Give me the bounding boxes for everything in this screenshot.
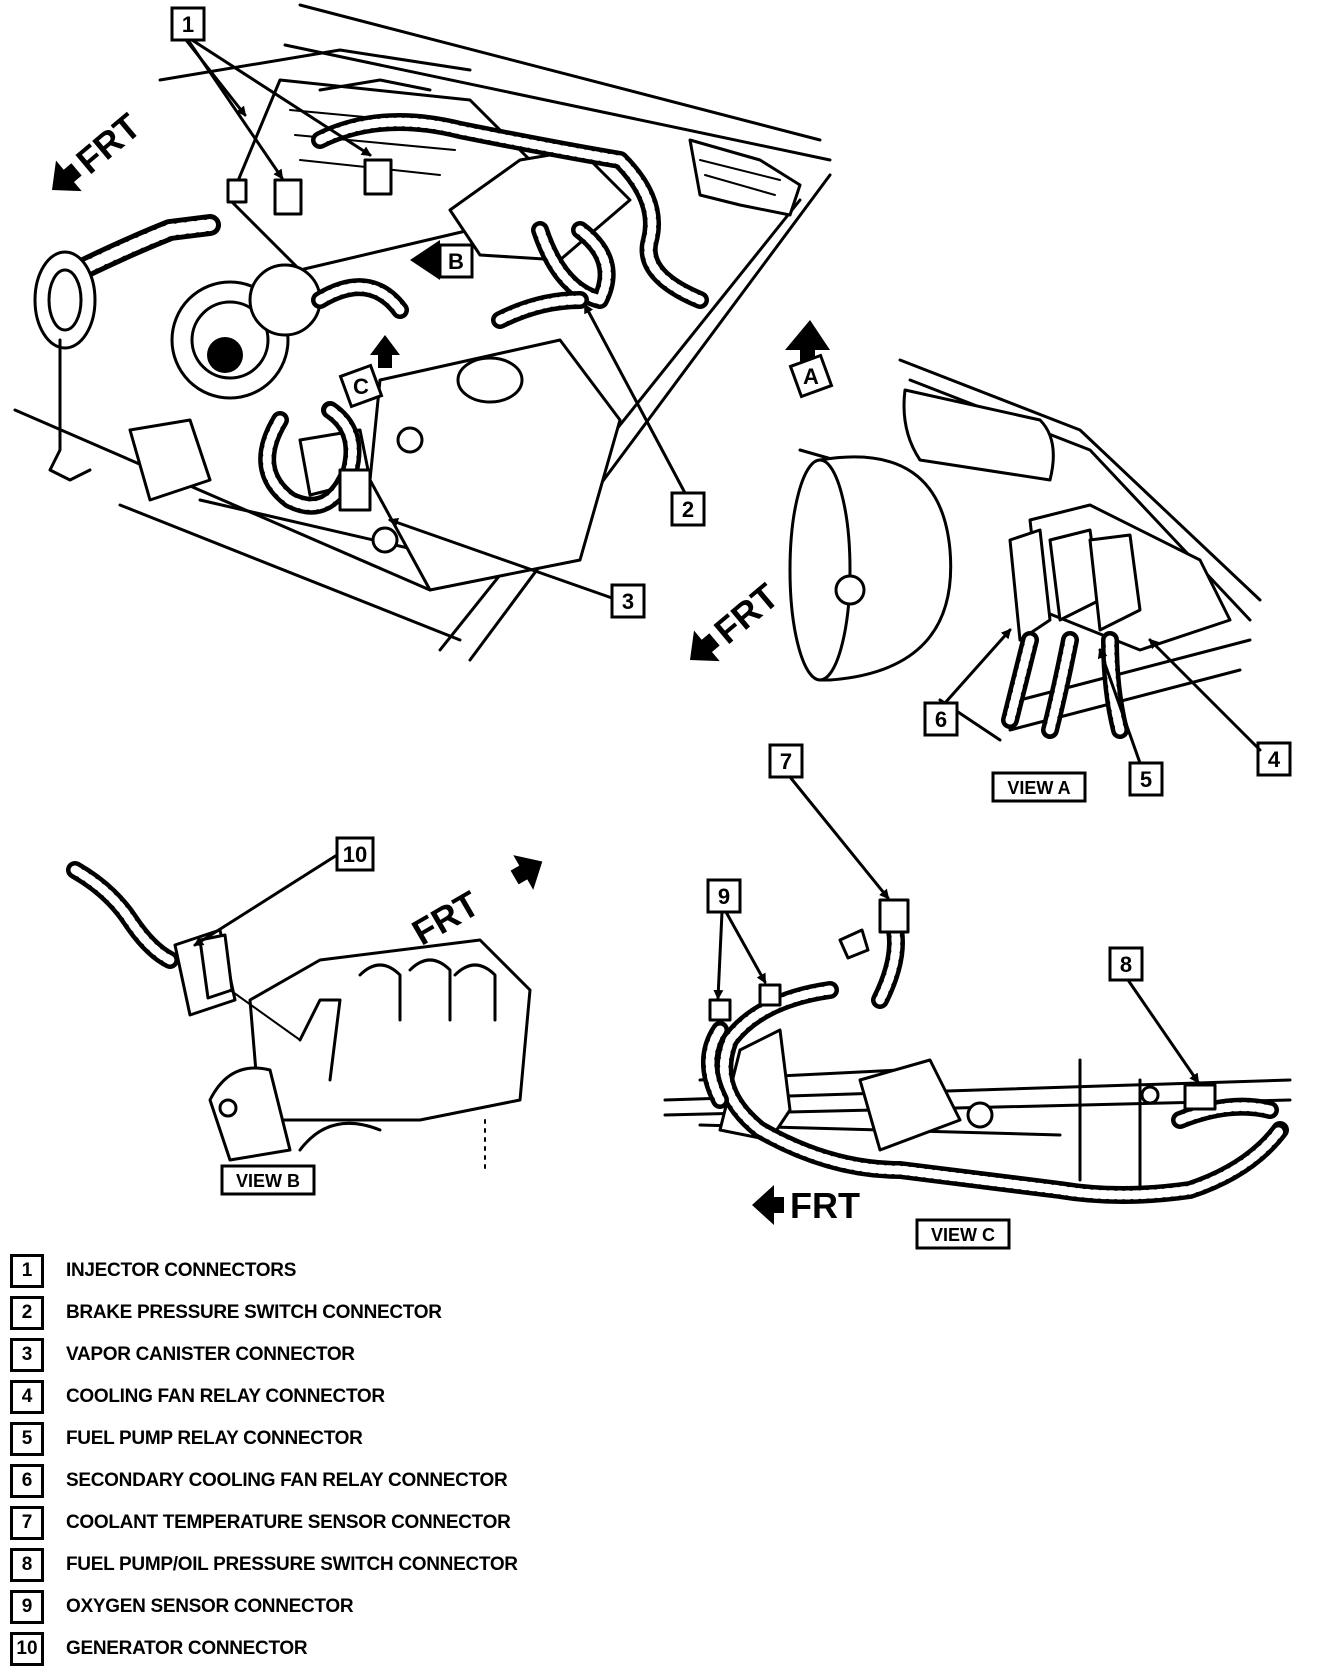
legend-label: FUEL PUMP/OIL PRESSURE SWITCH CONNECTOR (66, 1554, 518, 1575)
leader-line-2 (583, 303, 687, 495)
legend-row-7: 7 COOLANT TEMPERATURE SENSOR CONNECTOR (10, 1505, 511, 1541)
view-c-label-box (915, 1218, 1011, 1250)
leader-line-9b (724, 910, 767, 984)
legend-row-1: 1 INJECTOR CONNECTORS (10, 1253, 296, 1289)
legend-label: BRAKE PRESSURE SWITCH CONNECTOR (66, 1302, 442, 1323)
leader-line-4 (1148, 638, 1262, 752)
frt-arrow-view-b: FRT (405, 855, 543, 953)
svg-text:A: A (803, 364, 819, 389)
frt-arrow-main: FRT (52, 105, 148, 192)
callout-5: 5 (1140, 767, 1152, 792)
view-a-diagram (788, 358, 1262, 742)
view-b-label: VIEW B (236, 1171, 300, 1191)
leader-line-9a (713, 910, 724, 1000)
frt-arrow-view-c: FRT (752, 1185, 860, 1226)
callout-8: 8 (1120, 952, 1132, 977)
legend-row-2: 2 BRAKE PRESSURE SWITCH CONNECTOR (10, 1295, 442, 1331)
callout-6: 6 (935, 707, 947, 732)
frt-arrow-view-a: FRT (690, 575, 786, 662)
leader-line-1b (186, 38, 284, 180)
legend-num: 8 (10, 1548, 44, 1582)
svg-text:FRT: FRT (706, 575, 786, 651)
legend-row-8: 8 FUEL PUMP/OIL PRESSURE SWITCH CONNECTO… (10, 1547, 518, 1583)
leader-line-6 (943, 628, 1012, 705)
svg-text:C: C (353, 374, 369, 399)
legend-label: OXYGEN SENSOR CONNECTOR (66, 1596, 354, 1617)
svg-text:FRT: FRT (790, 1185, 860, 1226)
view-b-diagram (66, 861, 532, 1171)
legend-num: 1 (10, 1254, 44, 1288)
legend-label: SECONDARY COOLING FAN RELAY CONNECTOR (66, 1470, 508, 1491)
view-a-label-box (991, 771, 1087, 803)
legend-label: COOLING FAN RELAY CONNECTOR (66, 1386, 385, 1407)
legend-row-9: 9 OXYGEN SENSOR CONNECTOR (10, 1589, 354, 1625)
legend-num: 10 (10, 1632, 44, 1666)
legend-row-6: 6 SECONDARY COOLING FAN RELAY CONNECTOR (10, 1463, 508, 1499)
leader-line-8 (1126, 978, 1200, 1084)
legend-row-10: 10 GENERATOR CONNECTOR (10, 1631, 308, 1667)
leader-line-7 (788, 775, 890, 900)
svg-text:FRT: FRT (68, 105, 148, 181)
legend-label: GENERATOR CONNECTOR (66, 1638, 308, 1659)
legend-row-5: 5 FUEL PUMP RELAY CONNECTOR (10, 1421, 363, 1457)
legend-num: 2 (10, 1296, 44, 1330)
callout-box-3 (610, 583, 646, 619)
legend-label: FUEL PUMP RELAY CONNECTOR (66, 1428, 363, 1449)
leader-line-5 (1097, 648, 1142, 765)
view-b-label-box (220, 1164, 316, 1196)
legend-row-4: 4 COOLING FAN RELAY CONNECTOR (10, 1379, 385, 1415)
legend-label: VAPOR CANISTER CONNECTOR (66, 1344, 355, 1365)
callout-box-7 (768, 743, 804, 779)
callout-9: 9 (718, 884, 730, 909)
svg-text:B: B (448, 249, 464, 274)
callout-7: 7 (780, 749, 792, 774)
view-c-diagram (663, 898, 1292, 1204)
leader-line-3 (388, 517, 614, 600)
callout-box-4 (1256, 741, 1292, 777)
engine-compartment-view (13, 3, 832, 662)
callout-3: 3 (622, 589, 634, 614)
callout-box-5 (1128, 761, 1164, 797)
callout-2: 2 (682, 497, 694, 522)
legend-num: 6 (10, 1464, 44, 1498)
legend-label: INJECTOR CONNECTORS (66, 1260, 297, 1281)
legend-num: 7 (10, 1506, 44, 1540)
callout-1: 1 (182, 12, 194, 37)
legend-num: 3 (10, 1338, 44, 1372)
view-marker-c: C (338, 335, 400, 409)
legend-row-3: 3 VAPOR CANISTER CONNECTOR (10, 1337, 355, 1373)
callout-box-8 (1108, 946, 1144, 982)
leader-line-10 (193, 853, 339, 947)
callout-4: 4 (1268, 747, 1281, 772)
legend-num: 5 (10, 1422, 44, 1456)
leader-line-1c (190, 38, 372, 157)
callout-box-2 (670, 491, 706, 527)
legend-num: 4 (10, 1380, 44, 1414)
view-c-label: VIEW C (931, 1225, 995, 1245)
view-marker-a: A (785, 320, 834, 399)
legend-label: COOLANT TEMPERATURE SENSOR CONNECTOR (66, 1512, 511, 1533)
callout-box-9 (706, 878, 742, 914)
callout-box-6 (923, 701, 959, 737)
view-marker-b: B (410, 240, 474, 280)
legend-num: 9 (10, 1590, 44, 1624)
callout-10: 10 (343, 842, 367, 867)
view-a-label: VIEW A (1007, 778, 1070, 798)
